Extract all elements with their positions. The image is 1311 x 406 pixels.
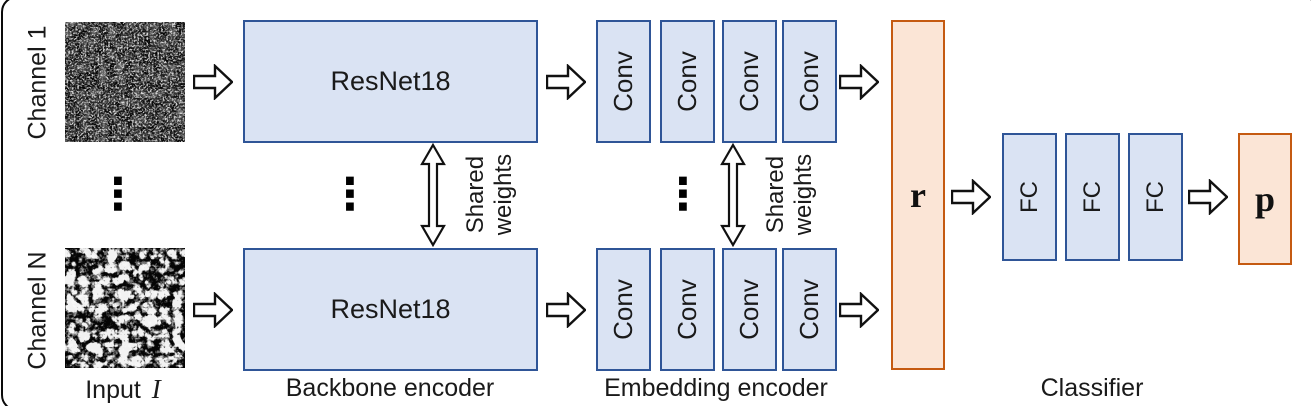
backbone-ellipsis: ⋮ bbox=[328, 169, 372, 220]
resnet18-label: ResNet18 bbox=[330, 66, 451, 96]
arrow-right-icon bbox=[839, 64, 879, 100]
conv-block: Conv bbox=[596, 20, 651, 143]
resnet18-block-top: ResNet18 bbox=[243, 20, 538, 143]
conv-block: Conv bbox=[782, 20, 837, 143]
fc-block: FC bbox=[1065, 133, 1120, 261]
conv-block: Conv bbox=[660, 248, 715, 371]
output-p-block: p bbox=[1238, 133, 1292, 265]
channel-1-label: Channel 1 bbox=[23, 25, 52, 139]
caption-backbone-encoder: Backbone encoder bbox=[285, 374, 495, 402]
fc-block: FC bbox=[1128, 133, 1183, 261]
shared-weights-arrow-icon bbox=[420, 143, 446, 247]
conv-label: Conv bbox=[734, 51, 765, 112]
caption-classifier: Classifier bbox=[1040, 374, 1144, 402]
fc-label: FC bbox=[1141, 181, 1169, 213]
arrow-right-icon bbox=[839, 292, 879, 328]
conv-block: Conv bbox=[722, 248, 777, 371]
fc-label: FC bbox=[1078, 181, 1106, 213]
arrow-right-icon bbox=[193, 292, 233, 328]
embedding-ellipsis: ⋮ bbox=[661, 169, 705, 220]
channel-1-image bbox=[65, 22, 185, 142]
arrow-right-icon bbox=[951, 179, 991, 215]
input-symbol: I bbox=[151, 374, 161, 404]
fc-block: FC bbox=[1002, 133, 1057, 261]
caption-embedding-encoder: Embedding encoder bbox=[604, 374, 828, 402]
conv-label: Conv bbox=[734, 279, 765, 340]
fc-label: FC bbox=[1015, 181, 1043, 213]
representation-r-block: r bbox=[891, 20, 945, 370]
conv-block: Conv bbox=[722, 20, 777, 143]
conv-block: Conv bbox=[660, 20, 715, 143]
arrow-right-icon bbox=[193, 64, 233, 100]
caption-input: Input I bbox=[85, 374, 161, 404]
resnet18-label: ResNet18 bbox=[330, 294, 451, 324]
arrow-right-icon bbox=[546, 64, 586, 100]
channel-1-label-wrap: Channel 1 bbox=[16, 20, 60, 144]
conv-label: Conv bbox=[672, 279, 703, 340]
channel-n-label-wrap: Channel N bbox=[16, 248, 60, 372]
conv-block: Conv bbox=[782, 248, 837, 371]
channel-n-label: Channel N bbox=[23, 250, 52, 370]
conv-label: Conv bbox=[672, 51, 703, 112]
conv-label: Conv bbox=[608, 279, 639, 340]
arrow-right-icon bbox=[546, 292, 586, 328]
channel-n-image bbox=[65, 248, 185, 368]
conv-label: Conv bbox=[794, 51, 825, 112]
conv-label: Conv bbox=[608, 51, 639, 112]
shared-weights-label-embedding: Shared weights bbox=[762, 154, 817, 236]
shared-weights-arrow-icon bbox=[720, 143, 746, 247]
arrow-right-icon bbox=[1188, 179, 1228, 215]
p-symbol: p bbox=[1254, 179, 1276, 219]
resnet18-block-bottom: ResNet18 bbox=[243, 248, 538, 371]
shared-weights-label-backbone: Shared weights bbox=[462, 154, 517, 236]
conv-block: Conv bbox=[596, 248, 651, 371]
r-symbol: r bbox=[910, 175, 926, 215]
channels-ellipsis: ⋮ bbox=[96, 169, 140, 220]
conv-label: Conv bbox=[794, 279, 825, 340]
